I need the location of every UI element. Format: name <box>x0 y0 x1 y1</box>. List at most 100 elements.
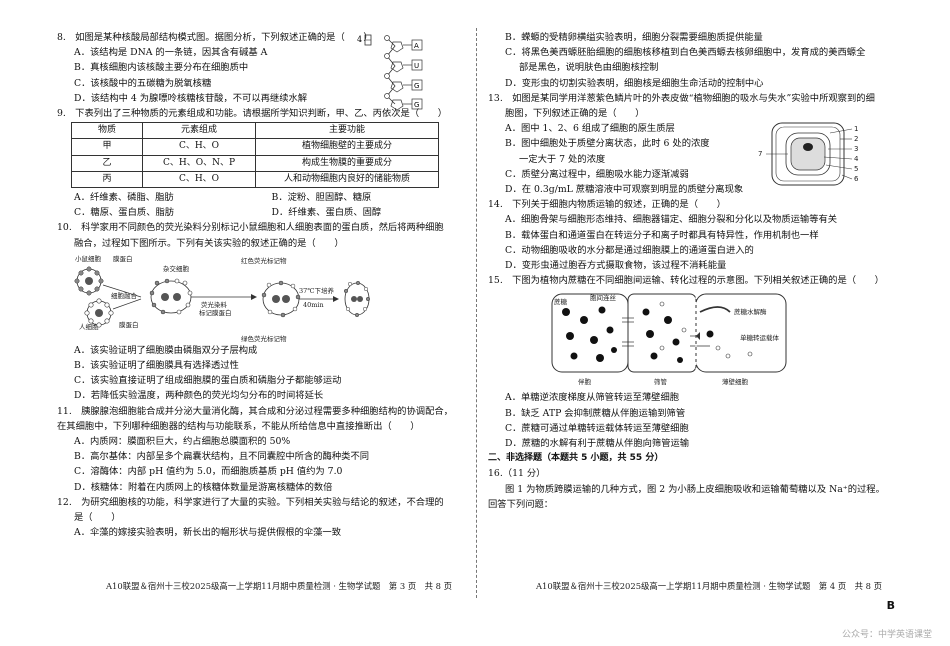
label-time: 40min <box>303 301 324 309</box>
table-cell: 甲 <box>71 138 143 156</box>
q9-stem: 9. 下表列出了三种物质的元素组成和功能。请根据所学知识判断，甲、乙、丙依次是（… <box>57 108 448 120</box>
fig-label-3: 3 <box>854 145 858 153</box>
label-sieve-tube: 筛管 <box>654 377 668 386</box>
q15-option-a: A．单糖逆浓度梯度从筛管转运至薄壁细胞 <box>505 392 680 404</box>
plant-cell-figure: 1 2 3 4 5 6 7 <box>758 122 859 186</box>
q15-option-c: C．蔗糖可通过单糖转运载体转运至薄壁细胞 <box>505 422 689 434</box>
q13-option-a: A．图中 1、2、6 组成了细胞的原生质层 <box>505 123 675 135</box>
label-human-cell: 人细胞 <box>79 322 99 331</box>
question-15: 15. 下图为植物内蔗糖在不同细胞间运输、转化过程的示意图。下列相关叙述正确的是… <box>488 273 903 451</box>
sucrose-transport-figure: 蔗糖 胞间连丝 蔗糖水解酶 单糖转运载体 伴胞 筛管 薄壁细胞 <box>551 293 787 386</box>
question-10: 10. 科学家用不同颜色的荧光染料分别标记小鼠细胞和人细胞表面的蛋白质，然后将两… <box>57 220 469 403</box>
q10-option-b: B．该实验证明了细胞膜具有选择透过性 <box>74 360 239 372</box>
q11-option-d: D．核糖体：附着在内质网上的核糖体数量是游离核糖体的数倍 <box>74 481 333 493</box>
footer-right: A10联盟＆宿州十三校2025级高一上学期11月期中质量检测 · 生物学试题 第… <box>536 581 882 591</box>
q12-option-d: D．变形虫的切割实验表明，细胞核是细胞生命活动的控制中心 <box>505 77 764 89</box>
q14-stem: 14. 下列关于细胞内物质运输的叙述，正确的是（ ） <box>488 199 726 211</box>
q11-stem-2: 在其细胞中，下列哪种细胞器的结构与功能联系，不能从所给信息中直接推断出（ ） <box>57 420 420 432</box>
q10-option-d: D．若降低实验温度，两种颜色的荧光均匀分布的时间将延长 <box>74 390 324 402</box>
table-header: 主要功能 <box>255 122 439 140</box>
nucleic-acid-figure: 4 A <box>357 34 423 111</box>
q11-option-b: B．高尔基体：内部呈多个扁囊状结构，且不同囊腔中所含的酶种类不同 <box>74 451 370 463</box>
table-cell: C、H、O <box>142 170 256 189</box>
q10-option-a: A．该实验证明了细胞膜由磷脂双分子层构成 <box>74 344 258 356</box>
q10-stem-1: 10. 科学家用不同颜色的荧光染料分别标记小鼠细胞和人细胞表面的蛋白质，然后将两… <box>57 222 444 234</box>
label-sucrose-hydrolase: 蔗糖水解酶 <box>734 307 767 316</box>
q8-option-b: B．真核细胞内该核酸主要分布在细胞质中 <box>74 62 249 74</box>
label-dye: 荧光染料 <box>201 300 228 309</box>
q9-option-d: D．纤维素、蛋白质、固醇 <box>271 207 382 219</box>
q10-stem-2: 融合，过程如下图所示。下列有关该实验的叙述正确的是（ ） <box>74 237 344 249</box>
q12-option-c: C．将黑色美西螈胚胎细胞的细胞核移植到白色美西螈去核卵细胞中，发育成的美西螈全 <box>505 47 866 59</box>
left-column: 8. 如图是某种核酸局部结构模式图。据图分析，下列叙述正确的是（ ） A．该结构… <box>57 30 469 540</box>
q15-option-d: D．蔗糖的水解有利于蔗糖从伴胞向筛管运输 <box>505 438 690 450</box>
table-row: 丙 C、H、O 人和动物细胞内良好的储能物质 <box>71 170 439 189</box>
label-hybrid-cell: 杂交细胞 <box>163 264 190 273</box>
base-1: A <box>414 42 419 50</box>
q14-option-c: C．动物细胞吸收的水分都是通过细胞膜上的通道蛋白进入的 <box>505 244 754 256</box>
base-4: G <box>414 101 419 109</box>
q12-option-b: B．蝾螈的受精卵横缢实验表明，细胞分裂需要细胞质提供能量 <box>505 32 763 43</box>
table-header: 元素组成 <box>142 122 256 140</box>
table-row: 乙 C、H、O、N、P 构成生物膜的重要成分 <box>71 154 439 172</box>
q13-option-b-cont: 一定大于 7 处的浓度 <box>519 153 606 165</box>
label-temp: 37℃下培养 <box>299 286 335 295</box>
q11-option-c: C．溶酶体：内部 pH 值约为 5.0，而细胞质基质 pH 值约为 7.0 <box>74 466 343 478</box>
fig-label-5: 5 <box>854 165 858 173</box>
table-cell: C、H、O、N、P <box>142 154 256 172</box>
label-membrane-protein: 膜蛋白 <box>113 254 133 263</box>
right-column: B．蝾螈的受精卵横缢实验表明，细胞分裂需要细胞质提供能量 C．将黑色美西螈胚胎细… <box>488 30 903 512</box>
table-cell: 构成生物膜的重要成分 <box>255 154 439 172</box>
label-plasmodesma: 胞间连丝 <box>590 293 617 302</box>
label-mouse-cell: 小鼠细胞 <box>75 254 102 263</box>
cell-fusion-figure: 小鼠细胞 膜蛋白 杂交细胞 红色荧光标记物 细胞融合 人细胞 膜蛋白 荧光染料 … <box>74 254 371 343</box>
question-16: 16.（11 分） 图 1 为物质跨膜运输的几种方式，图 2 为小肠上皮细胞吸收… <box>488 466 903 512</box>
q8-option-c: C．该核酸中的五碳糖为脱氧核糖 <box>74 77 212 89</box>
q12-stem-1: 12. 为研究细胞核的功能，科学家进行了大量的实验。下列相关实验与结论的叙述，不… <box>57 496 444 508</box>
question-14: 14. 下列关于细胞内物质运输的叙述，正确的是（ ） A．细胞骨架与细胞形态维持… <box>488 197 903 273</box>
table-cell: 丙 <box>71 170 143 189</box>
q12-stem-2: 是（ ） <box>74 512 121 524</box>
q12-option-c-cont: 部是黑色，说明肤色由细胞核控制 <box>519 62 659 74</box>
q9-options-row2: C．糖原、蛋白质、脂肪 D．纤维素、蛋白质、固醇 <box>57 205 469 220</box>
column-divider <box>476 28 477 598</box>
question-9: 9. 下表列出了三种物质的元素组成和功能。请根据所学知识判断，甲、乙、丙依次是（… <box>57 106 469 220</box>
label-mono-transporter: 单糖转运载体 <box>740 333 780 342</box>
paper-version-letter: B <box>886 599 895 612</box>
table-row: 甲 C、H、O 植物细胞壁的主要成分 <box>71 138 439 156</box>
q12-option-a: A．伞藻的嫁接实验表明，新长出的帽形状与提供假根的伞藻一致 <box>74 527 342 539</box>
q13-stem-1: 13. 如图是某同学用洋葱紫色鳞片叶的外表皮做“植物细胞的吸水与失水”实验中所观… <box>488 92 875 104</box>
label-sucrose: 蔗糖 <box>554 297 568 306</box>
label-companion-cell: 伴胞 <box>578 377 592 386</box>
label-membrane-protein-2: 膜蛋白 <box>119 320 139 329</box>
label-red-marker: 红色荧光标记物 <box>241 256 287 265</box>
q16-text-2: 回答下列问题： <box>488 498 554 510</box>
label-dye-2: 标记膜蛋白 <box>199 308 232 317</box>
q9-option-a: A．纤维素、磷脂、脂肪 <box>74 192 174 204</box>
label-cell-fusion: 细胞融合 <box>111 291 138 300</box>
fig-label-7: 7 <box>758 150 762 158</box>
q11-stem-1: 11. 胰腺腺泡细胞能合成并分泌大量消化酶，其合成和分泌过程需要多种细胞结构的协… <box>57 405 453 417</box>
fig-label-6: 6 <box>854 175 859 183</box>
table-cell: C、H、O <box>142 138 256 156</box>
footer-left: A10联盟＆宿州十三校2025级高一上学期11月期中质量检测 · 生物学试题 第… <box>106 581 452 591</box>
watermark: 公众号：中学英语课堂 <box>841 630 932 640</box>
base-3: G <box>414 82 419 90</box>
q8-option-a: A．该结构是 DNA 的一条链，因其含有碱基 A <box>74 47 268 59</box>
q16-text-1: 图 1 为物质跨膜运输的几种方式，图 2 为小肠上皮细胞吸收和运输葡萄糖以及 N… <box>505 483 885 495</box>
fig-label-4: 4 <box>854 155 859 163</box>
table-header: 物质 <box>71 122 143 140</box>
q9-option-b: B．淀粉、胆固醇、糖原 <box>271 192 372 204</box>
q13-option-d: D．在 0.3g/mL 蔗糖溶液中可观察到明显的质壁分离现象 <box>505 184 744 196</box>
q9-options-row1: A．纤维素、磷脂、脂肪 B．淀粉、胆固醇、糖原 <box>57 190 469 205</box>
base-2: U <box>414 62 419 70</box>
table-cell: 乙 <box>71 154 143 172</box>
question-12-continued: B．蝾螈的受精卵横缢实验表明，细胞分裂需要细胞质提供能量 C．将黑色美西螈胚胎细… <box>488 30 903 91</box>
q14-option-d: D．变形虫通过胞吞方式摄取食物，该过程不消耗能量 <box>505 260 727 272</box>
q8-option-d: D．该结构中 4 为腺嘌呤核糖核苷酸，不可以再继续水解 <box>74 92 308 104</box>
fig-label-4: 4 <box>357 35 362 44</box>
question-13: 13. 如图是某同学用洋葱紫色鳞片叶的外表皮做“植物细胞的吸水与失水”实验中所观… <box>488 91 903 197</box>
label-green-marker: 绿色荧光标记物 <box>241 334 287 343</box>
q14-option-a: A．细胞骨架与细胞形态维持、细胞器锚定、细胞分裂和分化以及物质运输等有关 <box>505 214 838 226</box>
